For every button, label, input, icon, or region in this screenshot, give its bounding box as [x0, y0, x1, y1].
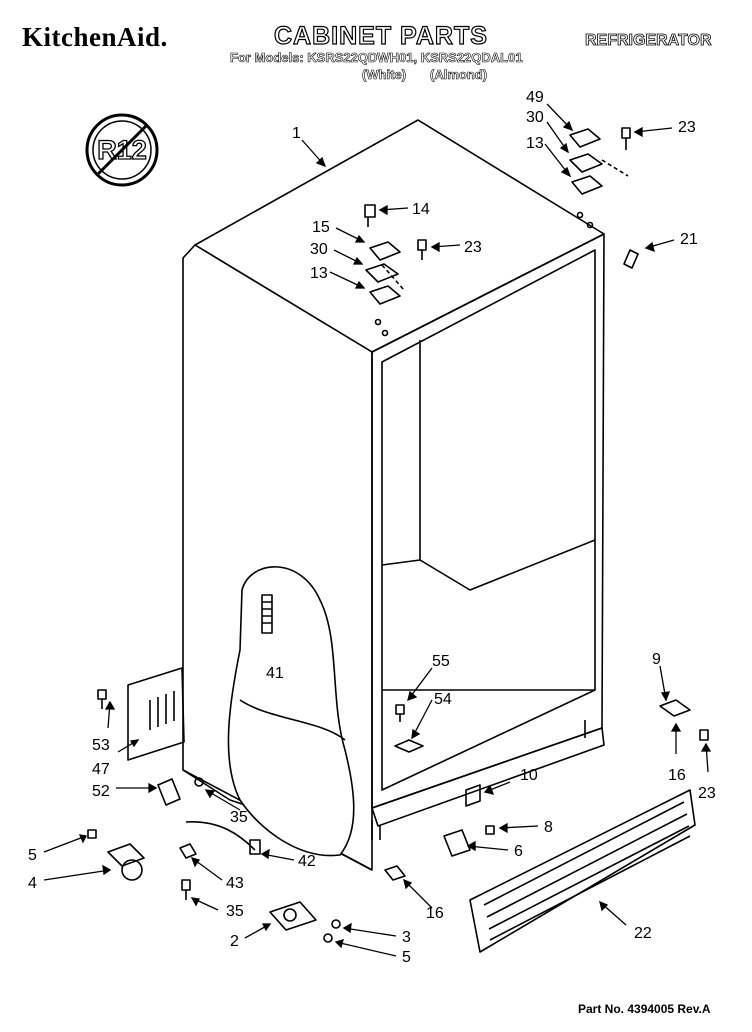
callout-4: 4: [28, 875, 37, 892]
callout-13-left: 13: [310, 265, 328, 282]
callout-47: 47: [92, 761, 110, 778]
badge-text: R12: [97, 135, 147, 165]
callout-23-right: 23: [678, 119, 696, 136]
callout-52: 52: [92, 783, 110, 800]
callout-54: 54: [434, 691, 452, 708]
callout-2: 2: [230, 933, 239, 950]
variant-white: (White): [362, 67, 407, 83]
callout-55: 55: [432, 653, 450, 670]
callout-5-left: 5: [28, 847, 37, 864]
r12-refrigerant-badge: R12: [85, 113, 159, 187]
callout-3: 3: [402, 929, 411, 946]
page-title: CABINET PARTS: [273, 21, 488, 50]
callout-15: 15: [312, 219, 330, 236]
callout-5-lower: 5: [402, 949, 411, 966]
callout-23-left: 23: [464, 239, 482, 256]
variant-almond: (Almond): [430, 67, 488, 83]
callout-41: 41: [266, 665, 284, 682]
callout-42: 42: [298, 853, 316, 870]
callout-16-bottom: 16: [426, 905, 444, 922]
appliance-category: REFRIGERATOR: [585, 32, 712, 50]
callout-30-left: 30: [310, 241, 328, 258]
callout-8: 8: [544, 819, 553, 836]
callout-21: 21: [680, 231, 698, 248]
callout-53: 53: [92, 737, 110, 754]
callout-9: 9: [652, 651, 661, 668]
callout-35-upper: 35: [230, 809, 248, 826]
callout-30-right: 30: [526, 109, 544, 126]
callout-10: 10: [520, 767, 538, 784]
callout-1: 1: [292, 125, 301, 142]
model-numbers: For Models: KSRS22QDWH01, KSRS22QDAL01: [230, 50, 523, 66]
callout-35-lower: 35: [226, 903, 244, 920]
callout-23-lower: 23: [698, 785, 716, 802]
brand-logo: KitchenAid.: [22, 22, 168, 52]
callout-14: 14: [412, 201, 430, 218]
callout-22: 22: [634, 925, 652, 942]
part-number-footer: Part No. 4394005 Rev.A: [578, 1002, 711, 1016]
callout-16-right: 16: [668, 767, 686, 784]
callout-49: 49: [526, 89, 544, 106]
callout-43: 43: [226, 875, 244, 892]
callout-13-right: 13: [526, 135, 544, 152]
callout-6: 6: [514, 843, 523, 860]
